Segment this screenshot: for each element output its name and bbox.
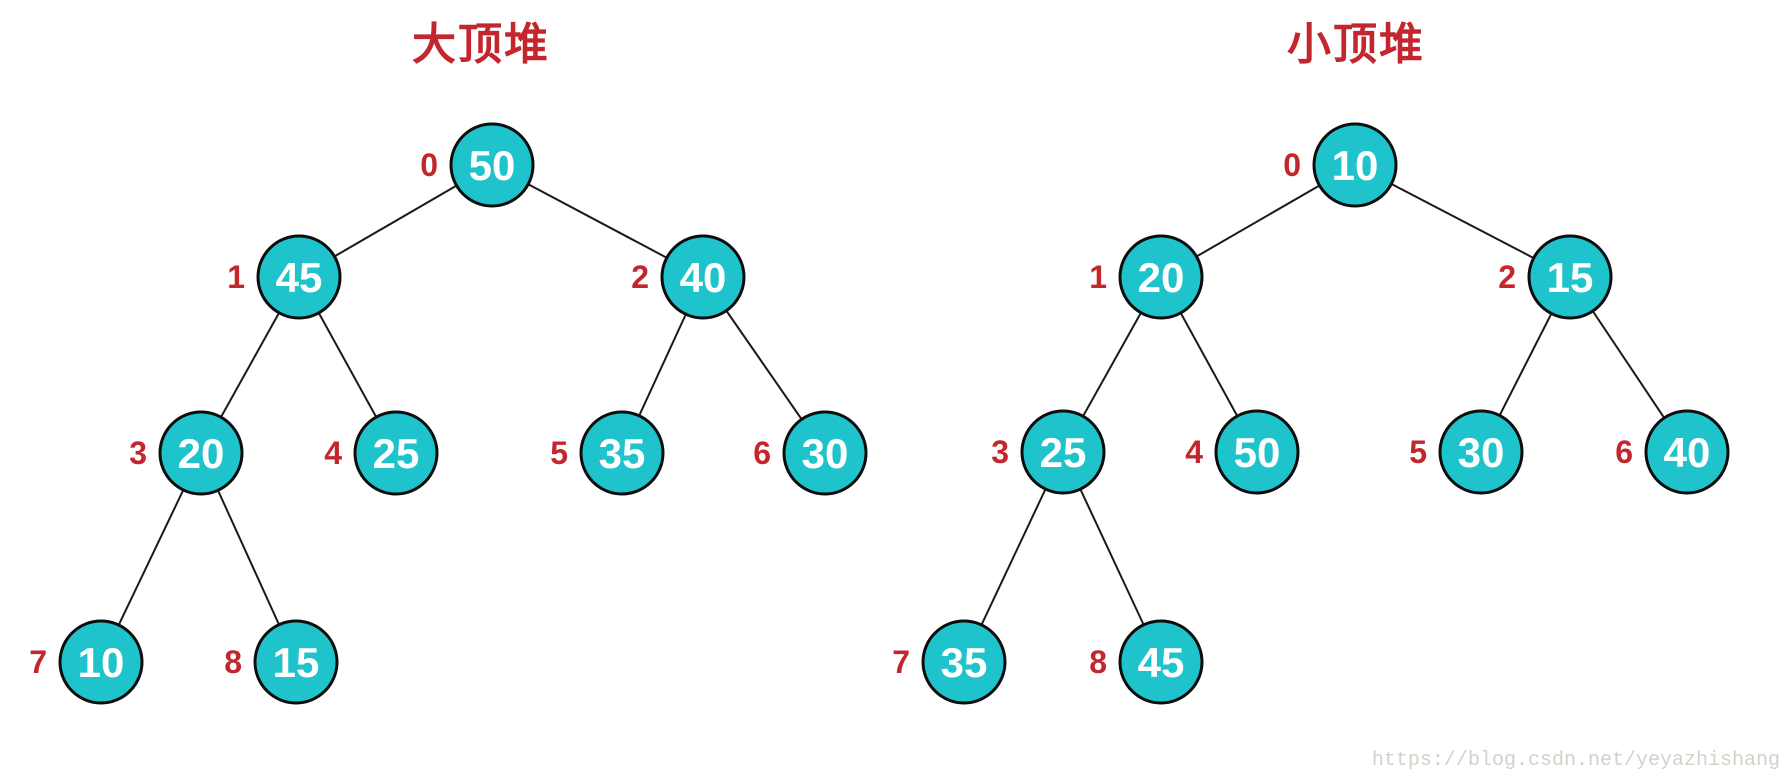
heap-node-value: 10 — [78, 639, 125, 686]
heap-node-index: 7 — [892, 644, 910, 680]
heap-node-circle — [253, 619, 339, 705]
heap-node-circle — [449, 122, 535, 208]
heap-node-value: 15 — [1547, 254, 1594, 301]
heap-node-index: 3 — [129, 435, 147, 471]
min-heap-title: 小顶堆 — [1287, 20, 1425, 69]
heap-node-circle — [158, 410, 244, 496]
heap-node-index: 4 — [324, 435, 342, 471]
heap-node-circle — [256, 234, 342, 320]
heap-node-value: 40 — [680, 254, 727, 301]
heap-node-index: 2 — [631, 259, 649, 295]
heap-node-index: 0 — [420, 147, 438, 183]
heap-node-value: 25 — [373, 430, 420, 477]
heap-node-circle — [1118, 619, 1204, 705]
heap-node-index: 1 — [227, 259, 245, 295]
heap-node-circle — [1214, 409, 1300, 495]
heap-node-index: 3 — [991, 434, 1009, 470]
heap-node-index: 5 — [1409, 434, 1427, 470]
heap-node-value: 20 — [1138, 254, 1185, 301]
heap-node-value: 35 — [941, 639, 988, 686]
heap-node-value: 50 — [469, 142, 516, 189]
heap-node-value: 45 — [1138, 639, 1185, 686]
heap-node-value: 15 — [273, 639, 320, 686]
heap-node-circle — [579, 410, 665, 496]
heap-node-value: 45 — [276, 254, 323, 301]
heap-node-value: 25 — [1040, 429, 1087, 476]
heap-node-circle — [1527, 234, 1613, 320]
heap-node-value: 40 — [1664, 429, 1711, 476]
heap-node-index: 8 — [224, 644, 242, 680]
heap-node-circle — [660, 234, 746, 320]
heap-node-circle — [58, 619, 144, 705]
heap-node-circle — [1312, 122, 1398, 208]
watermark-url: https://blog.csdn.net/yeyazhishang — [1371, 749, 1780, 772]
heap-node-index: 8 — [1089, 644, 1107, 680]
heap-node-circle — [1020, 409, 1106, 495]
heap-node-index: 6 — [753, 435, 771, 471]
heap-node-index: 7 — [29, 644, 47, 680]
heap-node-circle — [1118, 234, 1204, 320]
heap-node-circle — [921, 619, 1007, 705]
max-heap-title: 大顶堆 — [412, 20, 550, 69]
heap-node-circle — [1438, 409, 1524, 495]
heap-node-value: 30 — [802, 430, 849, 477]
heap-node-circle — [782, 410, 868, 496]
heap-node-index: 2 — [1498, 259, 1516, 295]
heap-node-value: 50 — [1234, 429, 1281, 476]
heap-node-index: 5 — [550, 435, 568, 471]
heap-node-index: 1 — [1089, 259, 1107, 295]
heap-node-index: 6 — [1615, 434, 1633, 470]
heap-node-value: 10 — [1332, 142, 1379, 189]
heap-node-value: 30 — [1458, 429, 1505, 476]
heap-node-value: 35 — [599, 430, 646, 477]
heap-node-value: 20 — [178, 430, 225, 477]
heap-node-index: 0 — [1283, 147, 1301, 183]
heap-node-circle — [353, 410, 439, 496]
heap-node-index: 4 — [1185, 434, 1203, 470]
heap-node-circle — [1644, 409, 1730, 495]
